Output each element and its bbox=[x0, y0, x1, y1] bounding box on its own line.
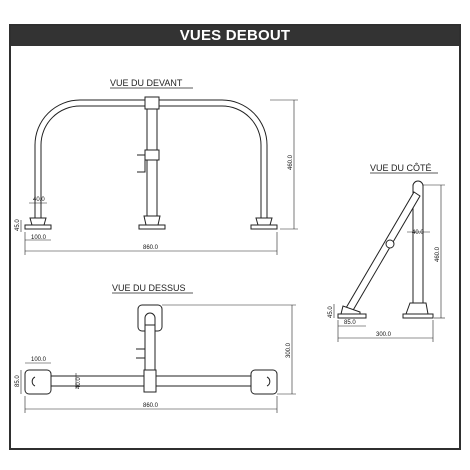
top-view: VUE DU DESSUS 100.0 85.0 40.0 300.0 860.… bbox=[15, 283, 296, 413]
side-foot-width-dim: 85.0 bbox=[344, 320, 356, 326]
front-left-base bbox=[24, 224, 52, 230]
top-right-base-inner bbox=[266, 376, 271, 387]
top-left-base bbox=[24, 369, 52, 395]
side-base-height-dim: 45.0 bbox=[328, 306, 334, 318]
top-tube-dim: 40.0 bbox=[76, 377, 82, 389]
front-center-base bbox=[138, 224, 166, 230]
side-post-cap bbox=[412, 180, 424, 187]
front-center-gusset bbox=[143, 215, 161, 226]
front-view-label: VUE DU DEVANT bbox=[110, 78, 183, 88]
side-view: VUE DU CÔTÉ 460.0 40.0 45.0 85.0 300.0 bbox=[328, 163, 445, 342]
front-center-lock bbox=[144, 149, 160, 161]
side-left-foot bbox=[337, 313, 367, 319]
top-center-collar bbox=[143, 369, 157, 393]
front-center-collar bbox=[144, 96, 160, 110]
title-bar: VUES DEBOUT bbox=[11, 26, 459, 46]
side-lock-knob bbox=[385, 239, 395, 249]
side-right-gusset bbox=[405, 302, 429, 315]
front-right-gusset bbox=[255, 217, 273, 226]
top-base-width-dim: 100.0 bbox=[31, 357, 47, 363]
front-tube-dim: 40.0 bbox=[33, 197, 45, 203]
front-right-base bbox=[250, 224, 278, 230]
front-left-gusset bbox=[29, 217, 47, 226]
top-left-base-inner bbox=[31, 376, 36, 387]
side-height-dim: 460.0 bbox=[435, 246, 441, 262]
top-rear-slot bbox=[144, 312, 156, 325]
side-diagonal-arm bbox=[345, 191, 421, 313]
top-base-depth-dim: 85.0 bbox=[15, 375, 21, 387]
side-depth-dim: 300.0 bbox=[376, 332, 392, 338]
top-right-base bbox=[250, 369, 278, 395]
side-right-foot bbox=[402, 313, 434, 319]
top-depth-dim: 300.0 bbox=[286, 342, 292, 358]
front-lock-tab bbox=[137, 154, 146, 173]
side-view-label: VUE DU CÔTÉ bbox=[370, 163, 432, 173]
front-base-width-dim: 100.0 bbox=[31, 235, 47, 241]
front-view: VUE DU DEVANT 860.0 460.0 40.0 45.0 100.… bbox=[15, 78, 298, 255]
top-center-arm bbox=[144, 324, 156, 371]
top-lock-tab bbox=[136, 348, 146, 359]
front-total-width-dim: 860.0 bbox=[143, 245, 159, 251]
front-height-dim: 460.0 bbox=[288, 154, 294, 170]
side-tube-dim: 40.0 bbox=[412, 230, 424, 236]
top-total-width-dim: 860.0 bbox=[143, 403, 159, 409]
top-view-label: VUE DU DESSUS bbox=[112, 283, 186, 293]
front-base-height-dim: 45.0 bbox=[15, 219, 21, 231]
